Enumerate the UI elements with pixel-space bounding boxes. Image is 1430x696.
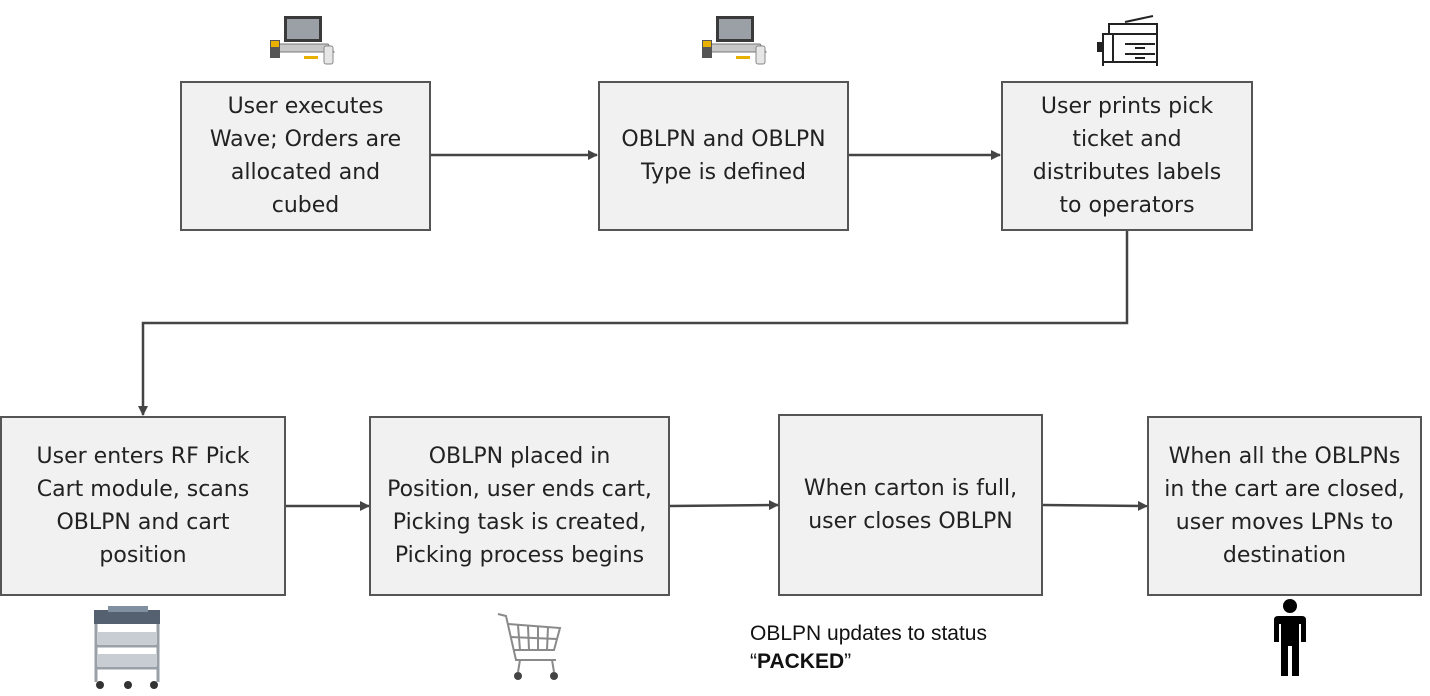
step-execute-wave-text: User executes Wave; Orders are allocated…	[209, 94, 402, 218]
step-carton-full: When carton is full, user closes OBLPN	[778, 414, 1043, 596]
step-rf-pick-cart-text: User enters RF Pick Cart module, scans O…	[36, 444, 250, 568]
shopping-cart-icon	[497, 613, 562, 680]
arrow-step3-to-step4	[138, 231, 1129, 416]
step-oblpn-placed: OBLPN placed in Position, user ends cart…	[369, 416, 670, 596]
step-move-lpns-text: When all the OBLPNs in the cart are clos…	[1164, 444, 1405, 568]
step-print-ticket: User prints pick ticket and distributes …	[1001, 81, 1253, 231]
person-icon	[1274, 599, 1306, 676]
status-note-status-line: “PACKED”	[750, 648, 987, 676]
close-quote: ”	[844, 650, 852, 673]
step-oblpn-placed-text: OBLPN placed in Position, user ends cart…	[387, 444, 652, 568]
step-oblpn-type-text: OBLPN and OBLPN Type is defined	[621, 127, 826, 185]
step-move-lpns: When all the OBLPNs in the cart are clos…	[1147, 416, 1422, 596]
arrow-step6-to-step7	[1042, 500, 1148, 511]
open-quote: “	[750, 650, 757, 673]
status-value: PACKED	[757, 650, 845, 673]
status-note: OBLPN updates to status “PACKED”	[750, 620, 987, 676]
laptop-icon	[270, 16, 335, 65]
step-print-ticket-text: User prints pick ticket and distributes …	[1032, 94, 1222, 218]
printer-icon	[1097, 15, 1158, 66]
laptop-icon	[702, 16, 767, 65]
pick-cart-icon	[94, 606, 160, 689]
arrow-step5-to-step6	[669, 500, 779, 511]
step-execute-wave: User executes Wave; Orders are allocated…	[180, 81, 431, 231]
step-oblpn-type: OBLPN and OBLPN Type is defined	[598, 81, 849, 231]
status-note-line: OBLPN updates to status	[750, 622, 987, 645]
step-carton-full-text: When carton is full, user closes OBLPN	[803, 476, 1018, 534]
step-rf-pick-cart: User enters RF Pick Cart module, scans O…	[0, 416, 286, 596]
